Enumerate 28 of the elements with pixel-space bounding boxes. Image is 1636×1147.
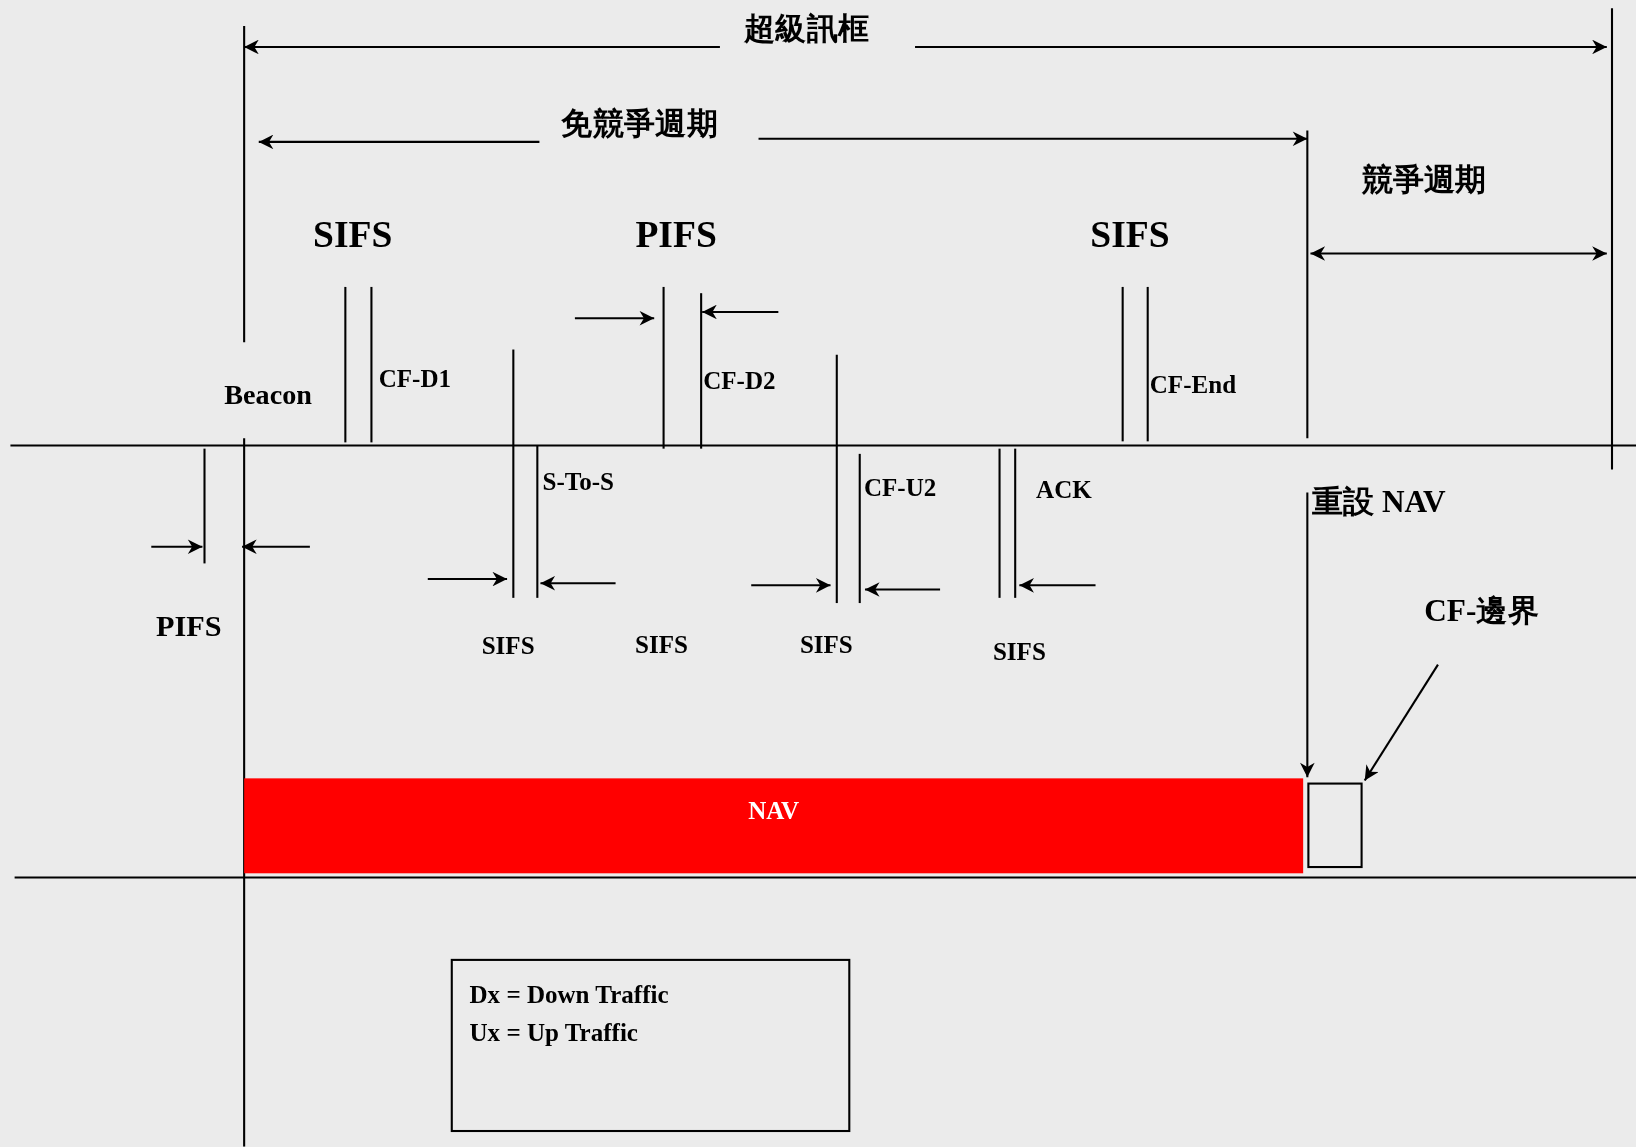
period-label: 免競爭週期	[561, 107, 718, 139]
arrow	[1363, 664, 1439, 781]
interval-label: SIFS	[635, 632, 688, 658]
interval-label: PIFS	[156, 610, 222, 642]
period-label: 競爭週期	[1361, 163, 1487, 196]
interval-label: SIFS	[799, 632, 853, 658]
interval-label: SIFS	[481, 633, 535, 659]
legend-text: Dx = Down Traffic	[469, 981, 669, 1007]
empty-box	[1307, 782, 1363, 869]
reset-label: 重設 NAV	[1311, 486, 1446, 518]
interval-label: PIFS	[635, 216, 717, 254]
bar-label: NAV	[748, 798, 800, 824]
interval-label: SIFS	[313, 216, 393, 254]
interval-label: SIFS	[992, 639, 1046, 665]
frame-label: S-To-S	[542, 469, 614, 495]
legend-text: Ux = Up Traffic	[469, 1020, 638, 1046]
arrow	[1300, 492, 1315, 778]
frame-label: CF-D1	[378, 366, 452, 392]
nav-bar	[244, 778, 1304, 874]
frame-label: ACK	[1036, 476, 1092, 502]
frame-label: CF-D2	[703, 368, 776, 394]
frame-label: CF-U2	[863, 474, 937, 500]
period-label: 超級訊框	[743, 12, 870, 44]
frame-label: CF-End	[1149, 372, 1237, 398]
frame-label: Beacon	[224, 381, 312, 410]
legend-box	[450, 958, 851, 1133]
boundary-label: CF-邊界	[1424, 594, 1539, 626]
interval-label: SIFS	[1090, 216, 1170, 254]
